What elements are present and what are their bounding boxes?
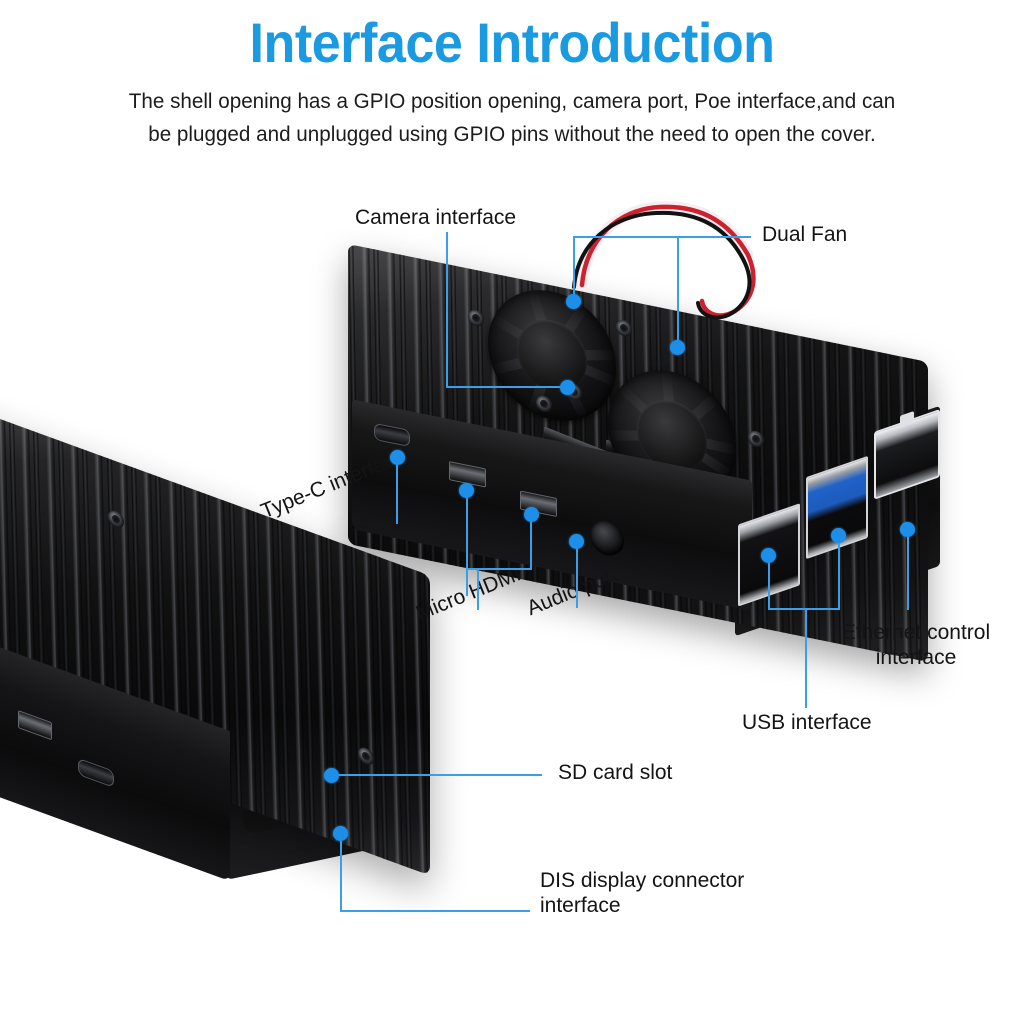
callout-label-ethernet-control-interface: Ethernet control interface [841,621,991,670]
page-subtitle: The shell opening has a GPIO position op… [68,85,955,152]
marker-fan-right [670,340,685,355]
product-case-top-view [330,201,950,665]
marker-usb3 [831,528,846,543]
marker-camera-interface [560,380,575,395]
leader-type-c [396,462,398,524]
callout-label-dis-display-connector-interface: DIS display connector interface [540,869,745,918]
port-type-c [374,422,410,448]
leader-micro-hdmi-drop [477,568,479,610]
callout-label-dual-fan: Dual Fan [762,223,848,246]
marker-sd-card-slot [324,768,339,783]
leader-micro-hdmi-h [466,568,532,570]
marker-ethernet [900,522,915,537]
fan-wires [572,201,756,320]
leader-dual-fan-h [573,236,751,238]
page-title: Interface Introduction [249,11,775,74]
port-usb3-stack [806,455,868,560]
leader-dual-fan-v-left [573,236,575,302]
callout-label-usb-interface: USB interface [742,711,872,734]
callout-label-camera-interface: Camera interface [355,206,517,229]
marker-dis-display [333,826,348,841]
marker-usb2 [761,548,776,563]
port-audio-jack [590,517,624,559]
leader-usb-h [768,608,840,610]
marker-audio-port [569,534,584,549]
leader-audio-port [576,546,578,608]
marker-type-c [390,450,405,465]
callout-label-sd-card-slot: SD card slot [558,761,673,784]
leader-micro-hdmi-v1 [466,496,468,596]
leader-usb-v-main [805,608,807,708]
leader-sd-card-slot [338,774,542,776]
subtitle-line-2: be plugged and unplugged using GPIO pins… [148,122,876,147]
marker-micro-hdmi-1 [459,483,474,498]
product-case-bottom-left [0,404,480,970]
marker-micro-hdmi-2 [524,507,539,522]
subtitle-line-1: The shell opening has a GPIO position op… [128,89,896,113]
case2-port-type-c [78,757,114,788]
leader-camera-interface-v [446,232,448,386]
marker-fan-left [566,294,581,309]
leader-ethernet [907,534,909,610]
leader-dis-display [340,910,530,912]
leader-micro-hdmi-v2 [530,518,532,570]
leader-camera-interface-h [446,386,566,388]
case2-port-micro-hdmi-2 [18,709,52,741]
leader-usb-v-left [768,560,770,608]
leader-dis-display-v [340,836,342,912]
leader-usb-v-right [838,540,840,608]
leader-dual-fan-v-right [677,236,679,346]
